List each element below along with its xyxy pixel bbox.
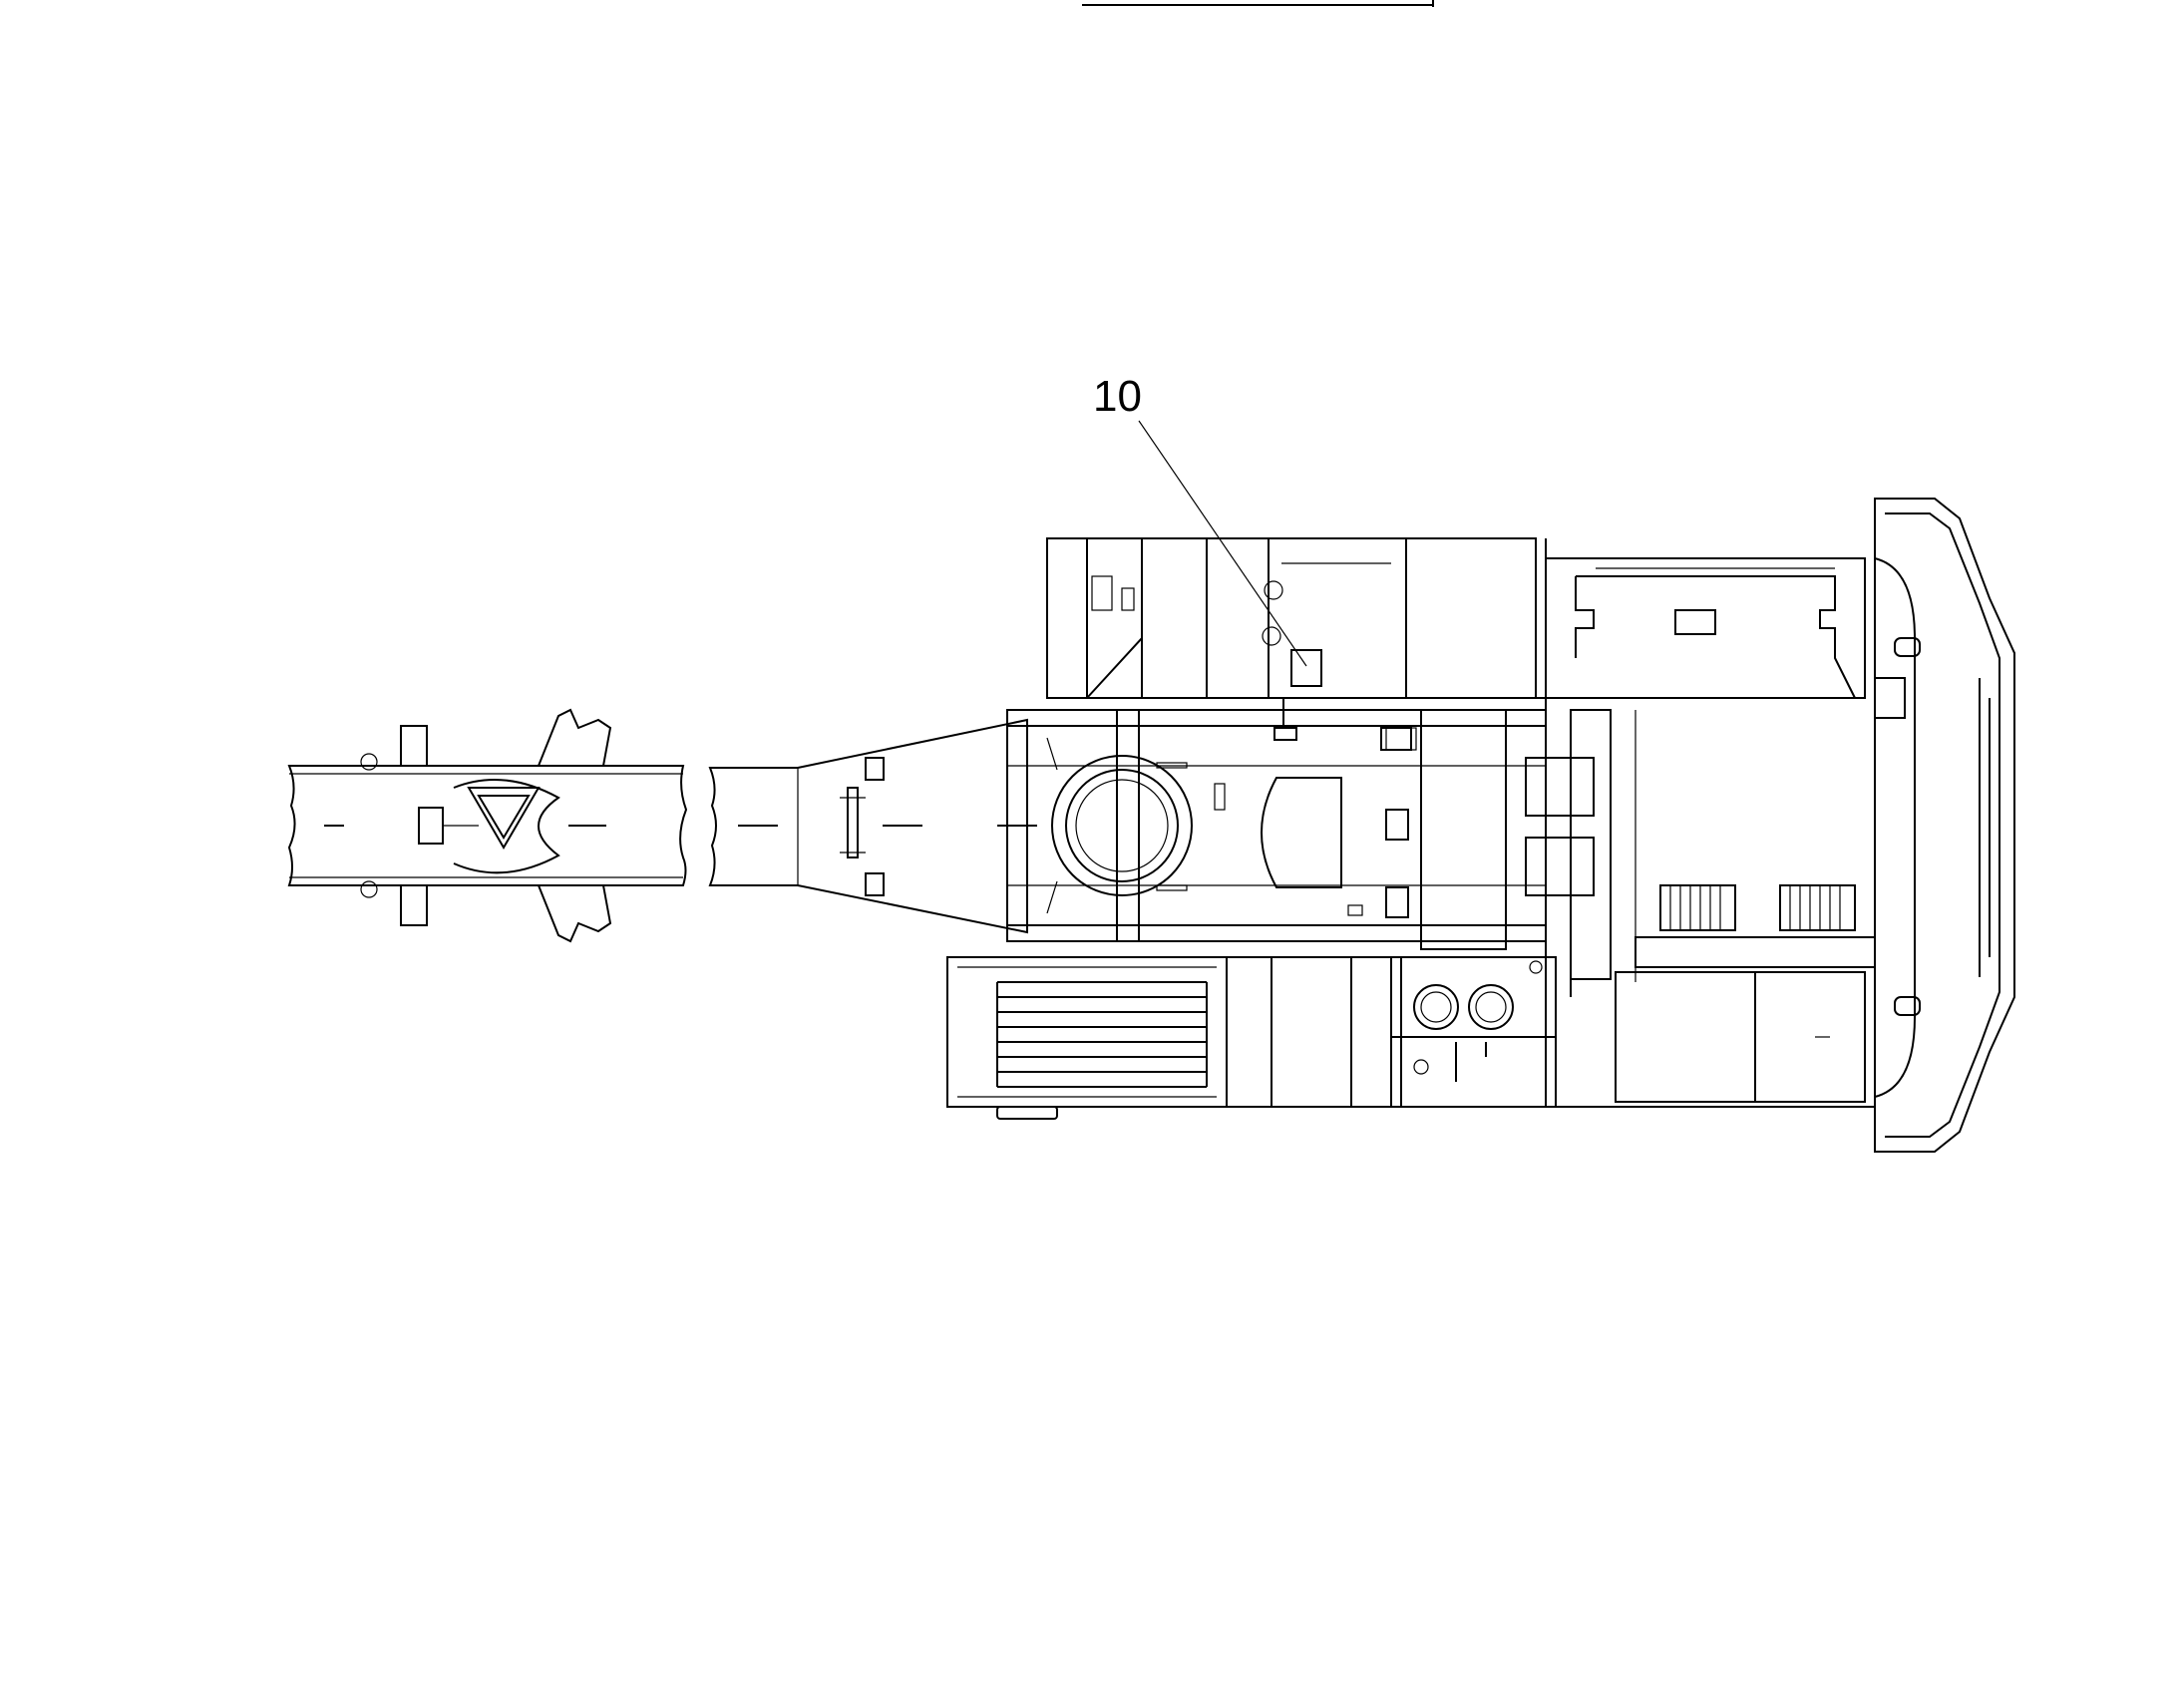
chassis-frame [1006, 709, 1547, 942]
step-slats [996, 981, 1208, 1088]
callout-target-box [1290, 649, 1322, 687]
front-bumper [1874, 498, 2015, 1153]
callout-leader-line [1138, 420, 1307, 667]
callout-label: 10 [1093, 372, 1142, 421]
callout-10: 10 [1093, 372, 1307, 667]
cab-section [1545, 557, 1876, 1108]
top-reference-line [1082, 0, 1434, 7]
radiator-grille [1659, 884, 1856, 931]
upper-equipment [1046, 537, 1546, 751]
boom-section [287, 708, 1037, 943]
lower-equipment [946, 956, 1557, 1120]
